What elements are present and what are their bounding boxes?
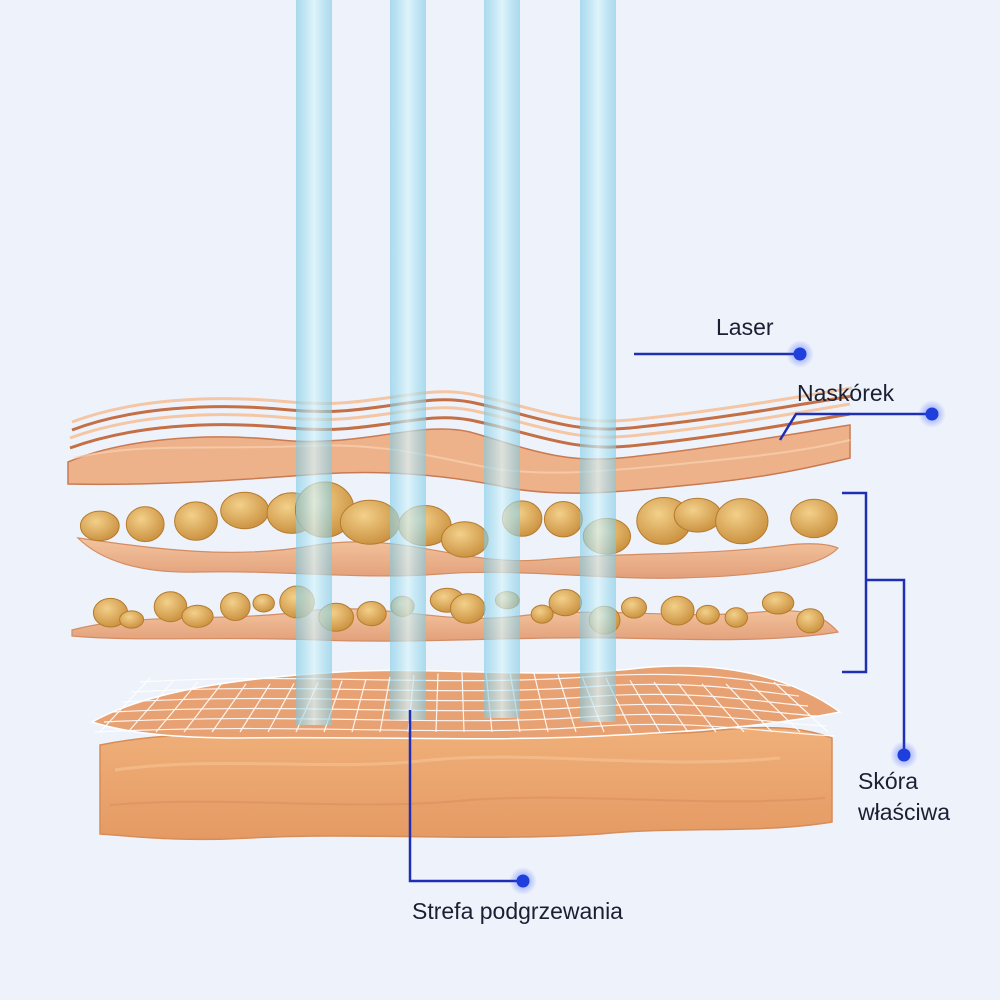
mesh-line [94,723,836,737]
fat-cell [530,604,554,624]
heating-zone-leader-line [408,710,523,883]
dermis-label-line1: Skóra [858,768,919,794]
fat-cell [790,498,838,539]
mesh-line [677,682,717,733]
fat-cell [548,589,582,617]
mesh-line [155,681,199,733]
epidermis-leader-line [778,412,932,441]
heating-zone-label: Strefa podgrzewania [412,898,623,924]
mesh-line [461,672,465,733]
mesh-line [211,683,247,733]
fat-cell [796,608,825,634]
fat-cell [660,595,695,626]
mesh-line [103,713,827,727]
epidermis-layers [67,386,853,494]
mesh-line [435,673,439,733]
fat-cell [153,591,188,623]
fat-cell [174,501,218,541]
base-tissue-block [99,724,833,841]
fat-cell [543,501,583,538]
fat-cell [79,510,120,542]
epidermis-label: Naskórek [797,380,895,406]
fat-cell [252,593,275,613]
leader-lines [408,352,932,883]
laser-label: Laser [716,314,774,340]
fat-cell [695,604,720,625]
mesh-line [99,677,151,733]
mesh-line [629,679,661,733]
mesh-line [557,674,577,733]
dermis-label-line2: właściwa [858,799,951,825]
laser-beams [296,0,616,725]
laser-beam-1 [296,0,332,725]
dermis-dot-icon [897,748,911,762]
upper-fat-layer [76,481,840,579]
fat-cell [621,596,647,619]
mesh-line [773,681,829,733]
mesh-line [112,703,818,717]
lower-fat-layer [71,585,840,642]
fat-cell [673,497,722,533]
mesh-line [351,678,367,733]
fat-cell [220,491,270,530]
fat-cell [449,593,486,624]
mesh-line [379,676,391,733]
fat-cell [356,601,387,627]
fat-cell [761,591,795,615]
epidermis-dot-icon [925,407,939,421]
mesh-line [127,679,175,733]
fat-cell [441,521,489,558]
fat-cell [715,498,769,545]
mesh-line [701,683,745,733]
dermis-leader-line [866,578,906,755]
fat-cell [119,610,145,629]
laser-beam-2 [390,0,426,720]
dermis-bracket [842,491,868,674]
fat-cell [125,506,165,543]
fat-cell [220,592,251,621]
laser-dot-icon [793,347,807,361]
mesh-line [121,693,809,707]
heating-zone-dot-icon [516,874,530,888]
fat-cell [181,604,214,628]
fat-cell [724,607,748,628]
laser-beam-4 [580,0,616,722]
mesh-line [267,683,295,733]
leader-dots [509,340,946,895]
laser-beam-3 [484,0,520,718]
mesh-line [653,681,689,733]
mesh-line [533,672,549,733]
mesh-line [139,673,791,687]
heating-zone-mesh [90,665,842,740]
mesh-line [183,682,223,733]
mesh-line [725,683,773,733]
mesh-line [130,683,800,697]
